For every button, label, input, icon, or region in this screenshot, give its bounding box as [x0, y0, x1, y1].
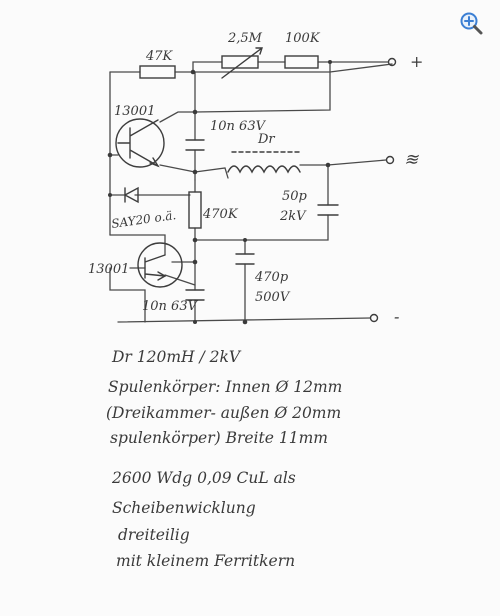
note-line-7: dreiteilig — [118, 526, 190, 544]
note-line-5: 2600 Wdg 0,09 CuL als — [111, 469, 296, 487]
terminal-minus-label: - — [394, 307, 399, 326]
label-470p-voltage: 500V — [255, 290, 291, 305]
note-line-2: Spulenkörper: Innen Ø 12mm — [108, 378, 342, 396]
capacitor-470p — [235, 253, 255, 265]
wires — [109, 61, 393, 323]
notes-block: Dr 120mH / 2kV Spulenkörper: Innen Ø 12m… — [106, 348, 342, 570]
resistor-47k — [139, 65, 176, 79]
resistor-100k — [284, 55, 319, 69]
label-c2: 10n 63V — [142, 299, 199, 314]
terminal-plus-circle — [387, 57, 397, 67]
label-100k: 100K — [285, 31, 321, 46]
diode-say20 — [123, 186, 139, 204]
terminal-plus-label: + — [410, 52, 423, 71]
capacitor-50p — [317, 204, 339, 216]
inductor-dr — [227, 151, 301, 174]
transistor-t1-symbol — [115, 118, 165, 168]
label-diode: SAY20 o.ä. — [110, 208, 177, 231]
terminal-minus-circle — [369, 313, 379, 323]
potentiometer-2m5 — [221, 47, 263, 79]
label-t1: 13001 — [114, 104, 155, 119]
terminal-output-circle — [385, 155, 395, 165]
label-inductor: Dr — [257, 132, 275, 147]
label-470p-value: 470p — [254, 270, 289, 285]
capacitor-10n-top — [185, 139, 205, 151]
magnifier-plus-icon — [460, 12, 483, 35]
transistor-t2-symbol — [137, 242, 183, 288]
note-line-6: Scheibenwicklung — [112, 499, 256, 517]
note-line-8: mit kleinem Ferritkern — [116, 552, 295, 570]
zoom-button[interactable] — [458, 10, 484, 36]
junction-dots — [107, 60, 332, 325]
label-t2: 13001 — [88, 262, 129, 277]
label-c1: 10n 63V — [210, 119, 267, 134]
label-470k: 470K — [202, 207, 239, 222]
capacitor-10n-bottom — [185, 289, 205, 301]
note-line-3: (Dreikammer- außen Ø 20mm — [106, 404, 341, 422]
label-2m5: 2,5M — [227, 31, 263, 46]
label-47k: 47K — [145, 49, 174, 64]
note-line-4: spulenkörper) Breite 11mm — [110, 429, 328, 447]
label-50p-voltage: 2kV — [279, 209, 307, 224]
resistor-470k — [188, 191, 202, 229]
note-line-1: Dr 120mH / 2kV — [111, 348, 242, 366]
label-50p-value: 50p — [282, 189, 308, 204]
terminal-output-label: ≋ — [404, 150, 419, 170]
